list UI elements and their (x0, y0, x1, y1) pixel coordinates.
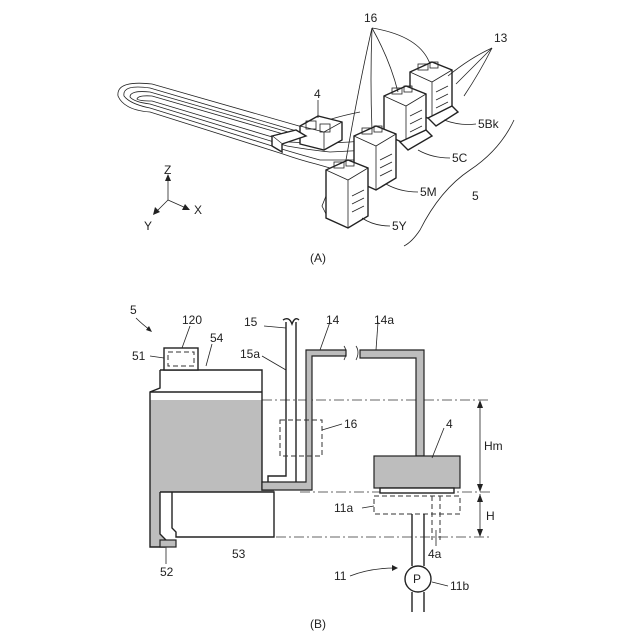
label-4a: 4a (428, 547, 442, 561)
label-16-b: 16 (344, 417, 358, 431)
label-52: 52 (160, 565, 174, 579)
label-53: 53 (232, 547, 246, 561)
caption-a: (A) (310, 251, 326, 265)
cap-unit (374, 496, 460, 514)
label-4-a: 4 (314, 87, 321, 101)
label-13: 13 (494, 31, 508, 45)
figure-b: P (130, 303, 503, 631)
label-54: 54 (210, 331, 224, 345)
axis-y-label: Y (144, 219, 152, 233)
label-15: 15 (244, 315, 258, 329)
pump-symbol: P (413, 572, 421, 586)
cartridge-5y (322, 160, 368, 228)
label-5m: 5M (420, 185, 437, 199)
axis-x-label: X (194, 203, 202, 217)
dimension-arrows (477, 400, 483, 537)
figure-a: Z X Y 16 13 4 5Bk 5C 5M 5Y 5 (A) (118, 11, 514, 265)
ink-tank (150, 370, 274, 547)
label-5-b: 5 (130, 303, 137, 317)
axis-triad: Z X Y (144, 163, 202, 233)
label-14: 14 (326, 313, 340, 327)
label-11a: 11a (334, 501, 353, 515)
label-14a: 14a (374, 313, 394, 327)
label-5-a: 5 (472, 189, 479, 203)
axis-z-label: Z (164, 163, 171, 177)
vent-cap (164, 348, 198, 370)
caption-b: (B) (310, 617, 326, 631)
label-4-b: 4 (446, 417, 453, 431)
label-11b: 11b (450, 579, 469, 593)
label-15a: 15a (240, 347, 260, 361)
label-11: 11 (334, 569, 347, 583)
print-head-b (374, 456, 460, 493)
label-120: 120 (182, 313, 202, 327)
label-5bk: 5Bk (478, 117, 500, 131)
air-tube (264, 319, 300, 490)
label-16-a: 16 (364, 11, 378, 25)
label-5y: 5Y (392, 219, 407, 233)
label-51: 51 (132, 349, 146, 363)
label-5c: 5C (452, 151, 468, 165)
label-h: H (486, 509, 495, 523)
label-hm: Hm (484, 439, 503, 453)
